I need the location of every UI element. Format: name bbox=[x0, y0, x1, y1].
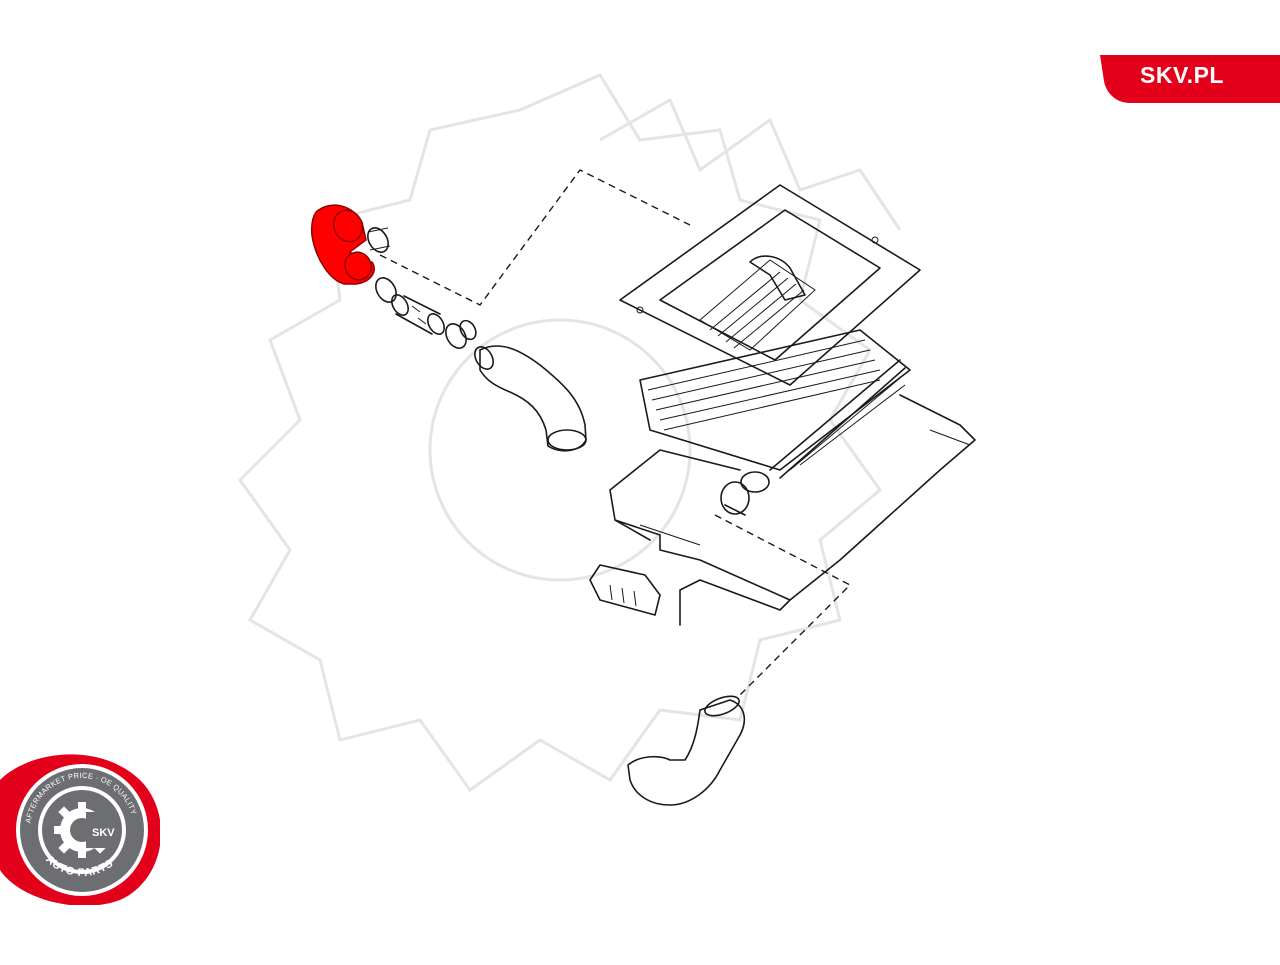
intercooler-cover bbox=[619, 184, 921, 386]
brand-label: SKV.PL bbox=[1140, 62, 1224, 88]
lower-hose-end bbox=[704, 695, 740, 717]
hose-clamp-2 bbox=[445, 319, 477, 349]
bracket bbox=[589, 564, 661, 616]
highlighted-hose bbox=[310, 204, 375, 285]
leader-line-upper bbox=[379, 169, 691, 306]
skv-seal-logo: SKV AFTERMARKET PRICE · OE QUALITY AUTO … bbox=[0, 750, 162, 906]
brand-tab-shape bbox=[1100, 55, 1280, 103]
lower-hose bbox=[627, 699, 746, 806]
mounting-frame bbox=[609, 394, 976, 626]
hose-connector bbox=[391, 294, 445, 335]
seal-center-text: SKV bbox=[92, 827, 115, 839]
leader-line-lower bbox=[714, 514, 852, 696]
brand-tab bbox=[1100, 55, 1280, 103]
upper-hose-start bbox=[474, 346, 494, 370]
upper-hose-end bbox=[547, 429, 587, 451]
intercooler bbox=[639, 329, 911, 516]
gear-watermark-icon bbox=[238, 73, 902, 793]
upper-hose bbox=[479, 345, 587, 452]
